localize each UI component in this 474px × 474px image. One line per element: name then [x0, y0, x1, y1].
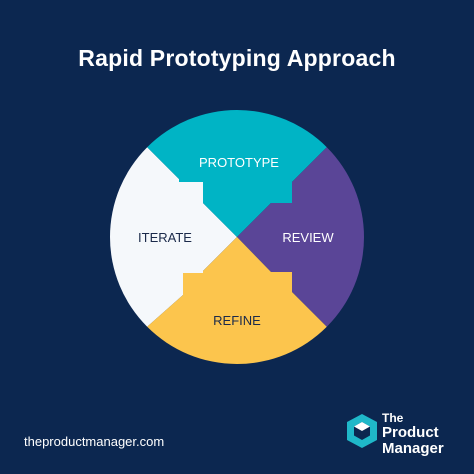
prototype-label: PROTOTYPE — [199, 155, 279, 170]
brand-line-3: Manager — [382, 440, 444, 457]
cube-logo-icon — [347, 414, 377, 448]
review-segment — [237, 110, 364, 364]
brand-logo: The Product Manager — [346, 408, 456, 457]
brand-line-2: Product — [382, 424, 439, 441]
prototype-segment — [110, 110, 364, 237]
page-title: Rapid Prototyping Approach — [78, 45, 396, 71]
footer-url[interactable]: theproductmanager.com — [24, 434, 165, 449]
review-label: REVIEW — [282, 230, 334, 245]
refine-label: REFINE — [213, 313, 261, 328]
iterate-segment — [110, 110, 237, 364]
iterate-label: ITERATE — [138, 230, 192, 245]
brand-line-1: The — [382, 411, 404, 425]
